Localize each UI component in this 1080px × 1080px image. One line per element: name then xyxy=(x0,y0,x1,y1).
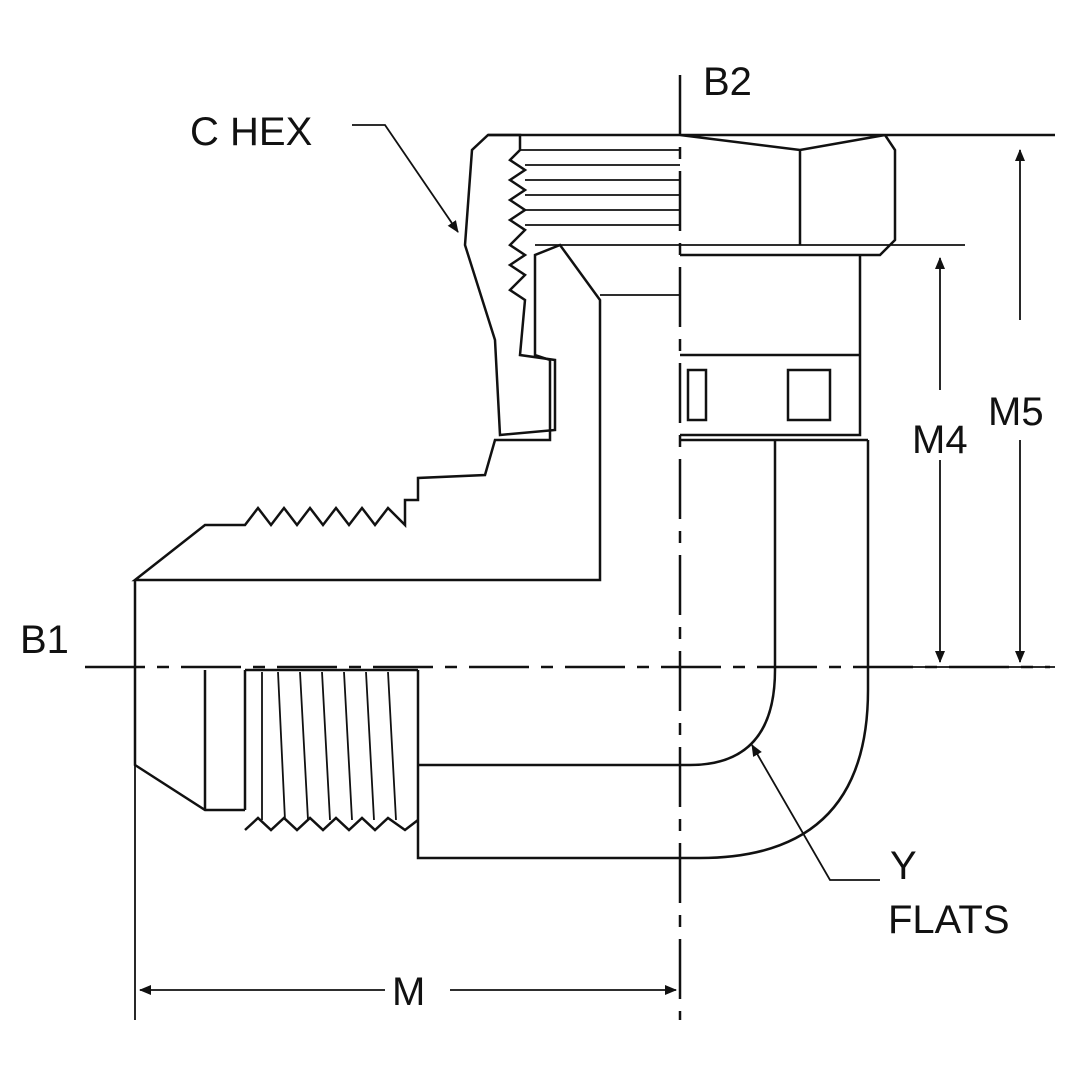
flats-label: FLATS xyxy=(888,898,1010,942)
elbow-inner xyxy=(418,440,777,767)
nut-slot xyxy=(686,368,708,422)
male-thread xyxy=(244,668,419,832)
nut-slot xyxy=(786,368,832,422)
m5-label: M5 xyxy=(988,390,1044,434)
c-hex-leader xyxy=(352,124,459,233)
b2-label: B2 xyxy=(703,60,752,104)
body-section-hatched xyxy=(131,243,602,582)
y-label: Y xyxy=(890,844,917,888)
hex-outline xyxy=(488,133,1055,437)
elbow-outer xyxy=(416,440,870,860)
b1-label: B1 xyxy=(20,618,69,662)
y-flats-leader xyxy=(751,744,880,881)
m4-label: M4 xyxy=(912,418,968,462)
flare-end xyxy=(133,580,247,812)
nut-thread-lines xyxy=(520,149,965,296)
c-hex-label: C HEX xyxy=(190,110,313,154)
m-label: M xyxy=(392,970,426,1014)
nut-section-hatched xyxy=(463,133,557,437)
thread-crest-lines xyxy=(261,671,397,821)
